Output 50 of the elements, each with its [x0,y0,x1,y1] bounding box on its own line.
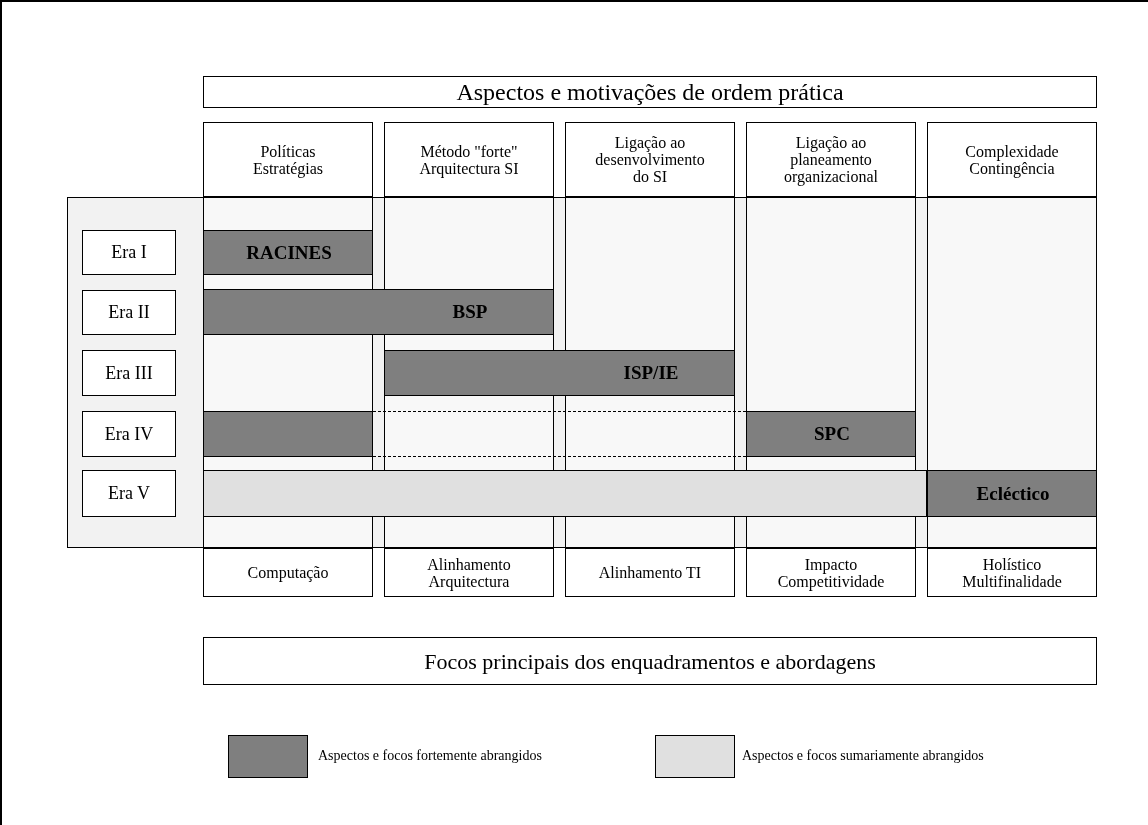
box-label: Ligação ao planeamento organizacional [783,134,879,185]
box-label: Ligação ao desenvolvimento do SI [594,134,706,185]
coverage-bar [203,411,373,457]
column-heading-box [746,548,916,597]
legend-label: Aspectos e focos fortemente abrangidos [318,748,542,764]
column-heading-box [565,548,735,597]
column-heading-box [384,122,554,197]
heading-box [203,76,1097,108]
box-label: Complexidade Contingência [964,142,1060,177]
column-heading-box [746,122,916,197]
box-label: Impacto Competitividade [776,555,886,590]
bar-label: Ecléctico [975,481,1051,506]
box-label: Método "forte" Arquitectura SI [418,142,520,177]
heading-box [203,637,1097,685]
bar-label: RACINES [245,240,333,265]
column-heading-box [927,122,1097,197]
era-box [82,350,176,396]
era-box [82,411,176,457]
box-label: Holístico Multifinalidade [961,555,1063,590]
coverage-bar [927,470,1097,517]
box-label: Era I [110,243,148,262]
box-label: Era V [106,484,152,503]
coverage-bar [384,350,735,396]
box-label: Era IV [103,424,155,444]
coverage-bar [746,411,916,457]
era-box [82,230,176,275]
column-heading-box [203,548,373,597]
box-label: Alinhamento TI [597,564,703,581]
era-box [82,290,176,335]
box-label: Computação [246,564,330,581]
column-heading-box [927,548,1097,597]
era-box [82,470,176,517]
coverage-bar [203,470,927,517]
column-heading-box [384,548,554,597]
column-heading-box [565,122,735,197]
coverage-bar [203,230,373,275]
bar-label: ISP/IE [622,361,680,385]
box-label: Políticas Estratégias [251,142,325,177]
box-label: Era II [107,303,151,322]
bar-label: BSP [451,300,489,324]
dashed-band [373,411,746,457]
coverage-bar [203,289,554,335]
legend-label: Aspectos e focos sumariamente abrangidos [742,748,984,764]
bar-label: SPC [813,422,851,446]
box-label: Aspectos e motivações de ordem prática [455,79,845,105]
column-heading-box [203,122,373,197]
eras-panel [67,197,1097,548]
box-label: Era III [104,363,154,383]
box-label: Alinhamento Arquitectura [426,555,512,590]
box-label: Focos principais dos enquadramentos e abordagens [423,649,877,673]
